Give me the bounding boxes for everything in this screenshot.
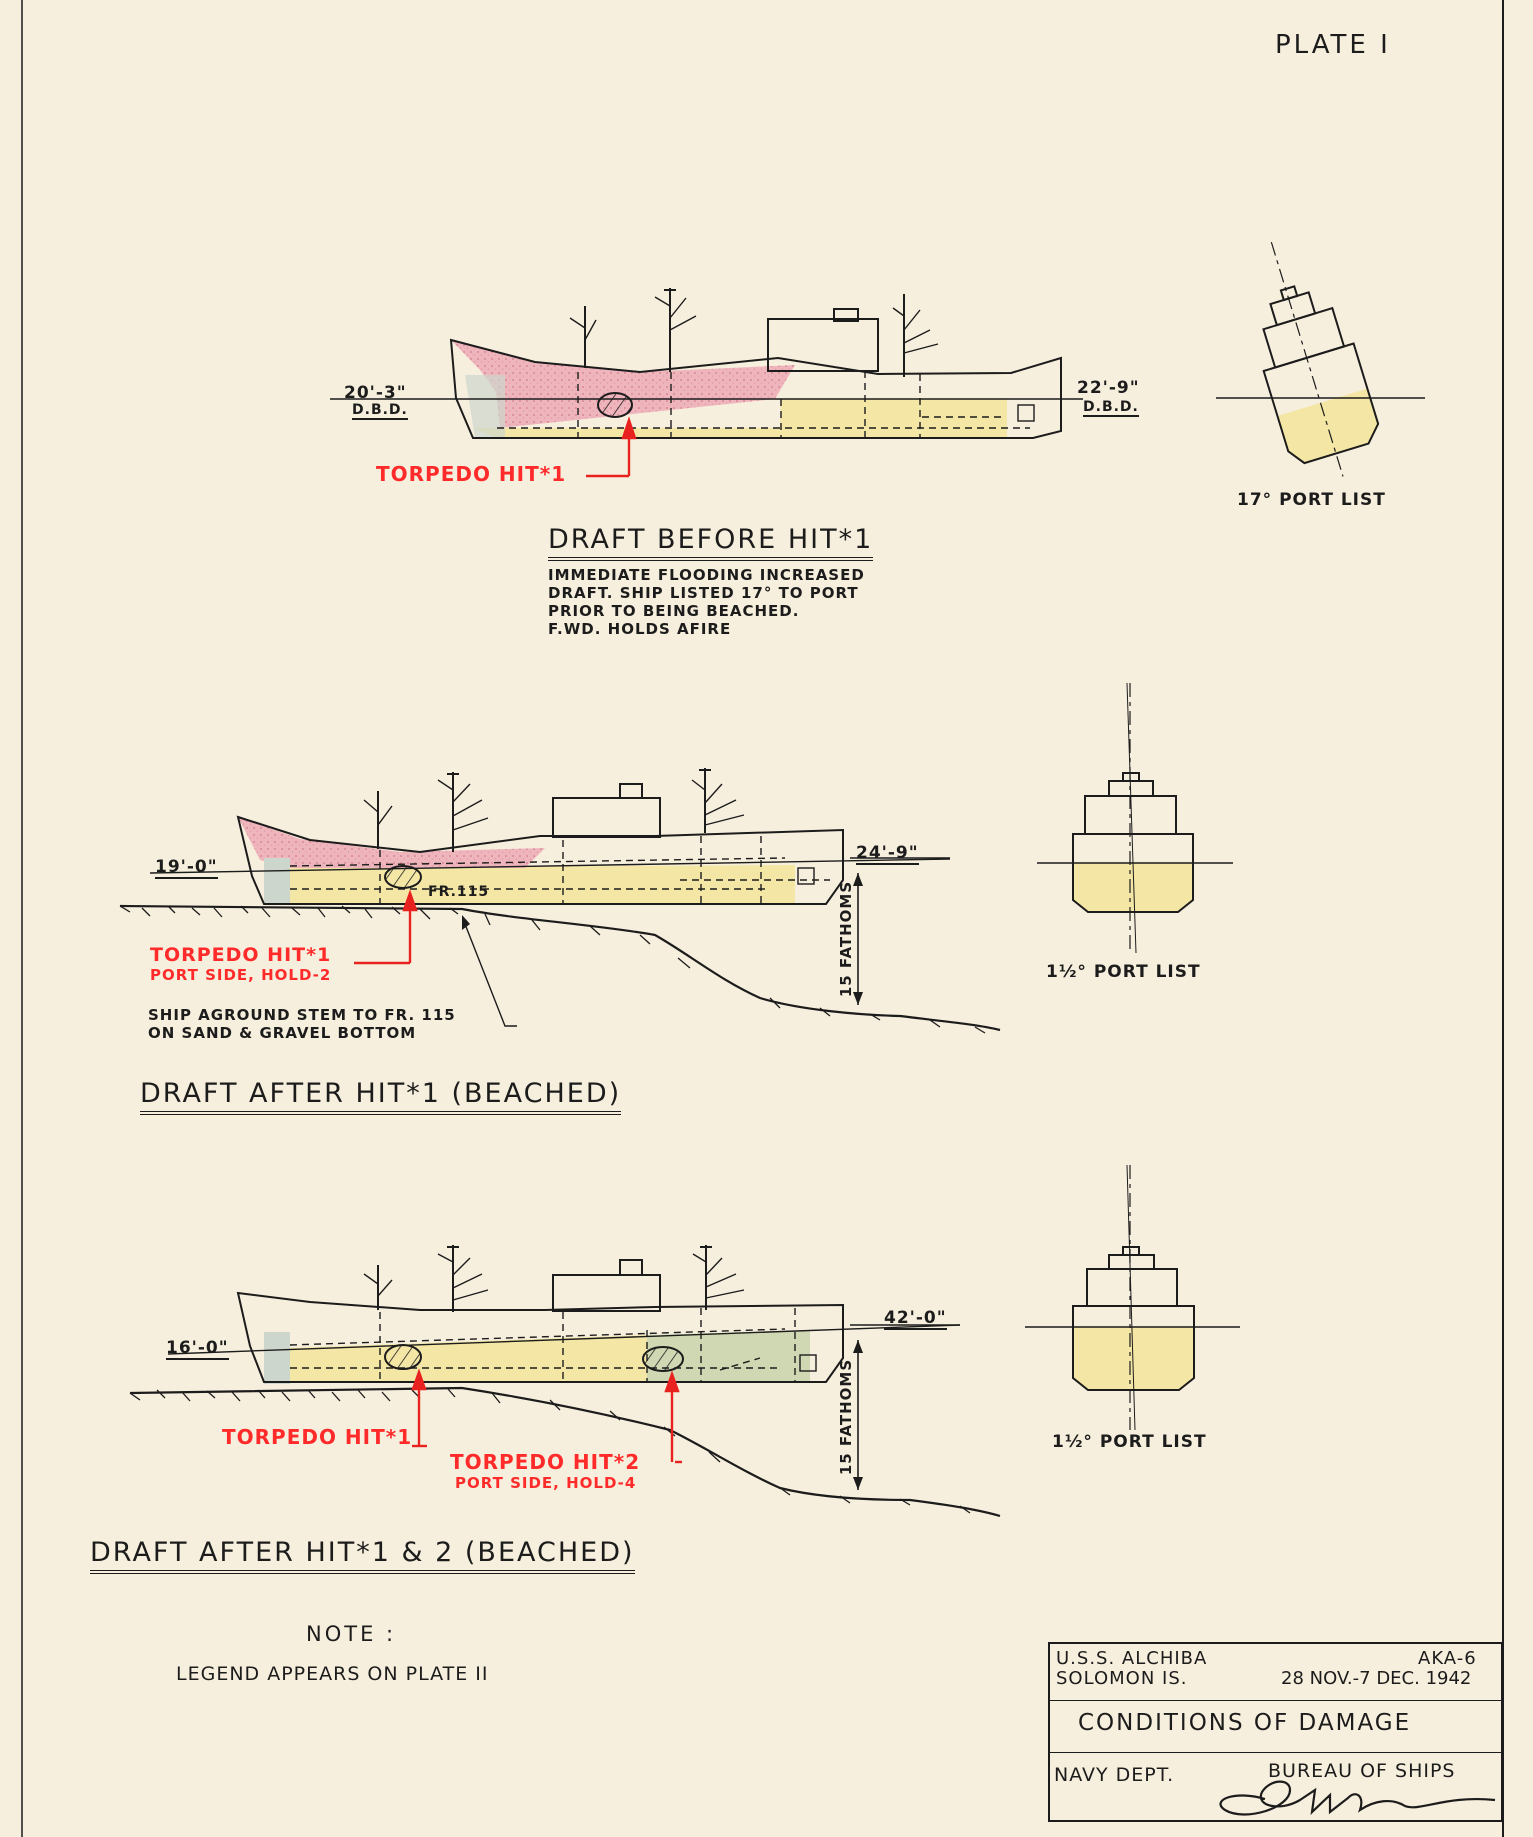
ship-profile-after-hit1-2	[167, 1245, 961, 1384]
torpedo-hit-label: TORPEDO HIT*1	[150, 944, 332, 966]
draft-aft-note: D.B.D.	[1083, 399, 1139, 417]
sheet-border	[21, 0, 1504, 1837]
depth-label: 15 FATHOMS	[837, 880, 856, 998]
note-title: NOTE :	[306, 1622, 397, 1646]
torpedo-hole-icon	[384, 865, 422, 889]
note-line: DRAFT. SHIP LISTED 17° TO PORT	[548, 584, 859, 602]
cross-section-section3	[1025, 1164, 1240, 1431]
cross-section-17deg	[1262, 241, 1380, 477]
note-line: PRIOR TO BEING BEACHED.	[548, 602, 800, 620]
torpedo-hole-icon	[597, 392, 633, 418]
draft-forward-value: 19'-0"	[155, 857, 218, 879]
section-heading: DRAFT AFTER HIT*1 & 2 (BEACHED)	[90, 1537, 635, 1574]
list-angle-label: 17° PORT LIST	[1237, 490, 1386, 510]
hull-number: AKA-6	[1418, 1648, 1477, 1669]
signature-scribble	[1219, 1780, 1496, 1816]
torpedo-arrows-3	[411, 1368, 682, 1464]
torpedo-hit-label: TORPEDO HIT*1	[222, 1425, 413, 1449]
note-line: F.WD. HOLDS AFIRE	[548, 620, 732, 638]
draft-aft-value: 22'-9"	[1077, 378, 1140, 398]
department: NAVY DEPT.	[1054, 1764, 1175, 1786]
frame-label: FR.115	[428, 884, 490, 900]
torpedo-arrow-1	[586, 416, 637, 478]
torpedo-hit-location: PORT SIDE, HOLD-2	[150, 966, 332, 984]
ship-location: SOLOMON IS.	[1056, 1668, 1188, 1689]
torpedo-arrow-1b	[354, 889, 418, 965]
draft-aft-value: 42'-0"	[884, 1308, 947, 1330]
cross-section-section2	[1037, 682, 1233, 954]
plate-number: PLATE I	[1275, 30, 1391, 60]
note-line: IMMEDIATE FLOODING INCREASED	[548, 566, 865, 584]
damage-dates: 28 NOV.-7 DEC. 1942	[1281, 1668, 1472, 1689]
depth-label: 15 FATHOMS	[837, 1358, 856, 1476]
torpedo-hole-icon	[642, 1346, 684, 1372]
drawing-title: CONDITIONS OF DAMAGE	[1078, 1710, 1412, 1736]
torpedo-hit-location: PORT SIDE, HOLD-4	[455, 1474, 637, 1492]
torpedo-hole-icon	[384, 1344, 422, 1370]
list-angle-label: 1½° PORT LIST	[1052, 1432, 1207, 1452]
ship-profile-before-hit	[330, 288, 1083, 439]
seabed-profile-3	[129, 1340, 1001, 1518]
ship-name: U.S.S. ALCHIBA	[1056, 1648, 1208, 1669]
torpedo-hit-label: TORPEDO HIT*1	[376, 462, 567, 486]
aground-note: ON SAND & GRAVEL BOTTOM	[148, 1024, 417, 1042]
draft-forward-value: 16'-0"	[166, 1338, 229, 1360]
torpedo-hit-label: TORPEDO HIT*2	[450, 1450, 641, 1474]
seabed-profile-2	[119, 873, 1001, 1034]
draft-aft-value: 24'-9"	[856, 843, 919, 865]
note-text: LEGEND APPEARS ON PLATE II	[176, 1663, 489, 1685]
section-heading: DRAFT AFTER HIT*1 (BEACHED)	[140, 1078, 622, 1115]
aground-note: SHIP AGROUND STEM TO FR. 115	[148, 1006, 456, 1024]
draft-forward-value: 20'-3"	[344, 383, 407, 403]
bureau: BUREAU OF SHIPS	[1268, 1760, 1456, 1782]
title-block	[1048, 1642, 1503, 1822]
draft-forward-note: D.B.D.	[352, 402, 408, 420]
list-angle-label: 1½° PORT LIST	[1046, 962, 1201, 982]
ship-profile-after-hit1	[149, 768, 951, 905]
section-heading: DRAFT BEFORE HIT*1	[548, 524, 874, 561]
